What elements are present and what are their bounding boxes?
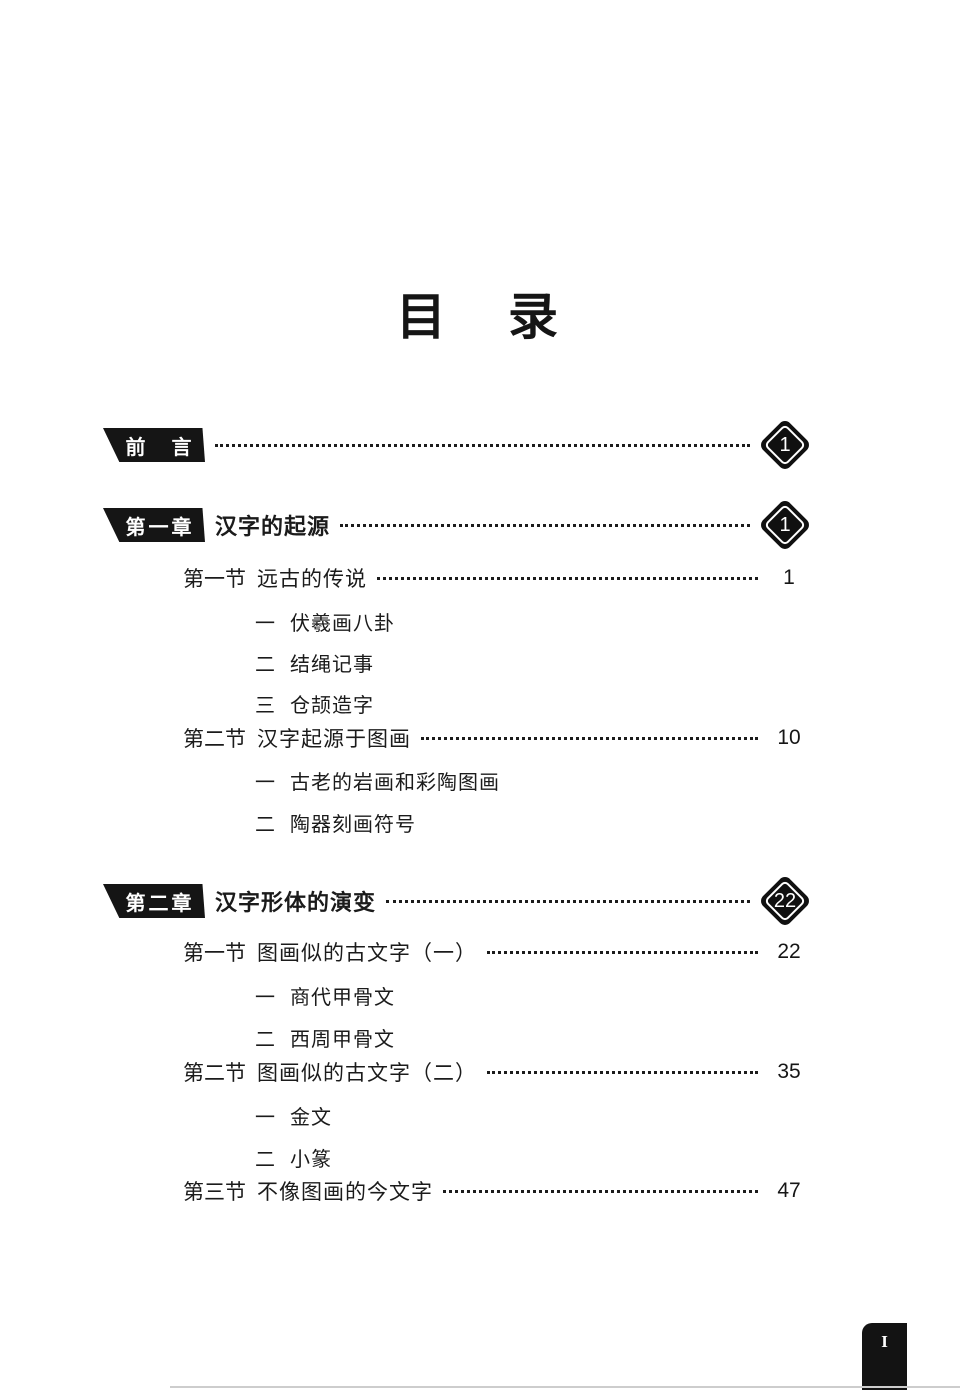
- toc-section-row: 第二节 汉字起源于图画 10: [103, 723, 812, 753]
- toc-section-row: 第二节 图画似的古文字（二） 35: [103, 1057, 812, 1087]
- subitem-title: 金文: [290, 1104, 332, 1129]
- section-title: 远古的传说: [257, 567, 367, 591]
- subitem-number: 二: [255, 651, 275, 676]
- chapter-label: 第二章: [125, 890, 195, 915]
- section-page-number: 22: [777, 940, 801, 963]
- footer-page-marker: I: [881, 1332, 888, 1351]
- subitem-number: 一: [255, 984, 275, 1009]
- subitem-number: 一: [255, 610, 275, 635]
- subitem-number: 二: [255, 1026, 275, 1051]
- section-number: 第二节: [183, 1061, 246, 1085]
- dotted-leader: [443, 1189, 758, 1193]
- subitem-title: 仓颉造字: [290, 692, 374, 717]
- chapter-page-number: 1: [779, 513, 791, 536]
- toc-subitem-row: 一 商代甲骨文: [103, 980, 812, 1010]
- toc-subitem-row: 二 陶器刻画符号: [103, 807, 812, 837]
- page-badge-diamond-icon: 1: [758, 498, 812, 552]
- chapter-page-number: 22: [773, 889, 797, 912]
- subitem-title: 西周甲骨文: [290, 1026, 395, 1051]
- toc-subitem-row: 二 西周甲骨文: [103, 1022, 812, 1052]
- toc-section-row: 第三节 不像图画的今文字 47: [103, 1176, 812, 1206]
- subitem-title: 商代甲骨文: [290, 984, 395, 1009]
- section-number: 第一节: [183, 941, 246, 965]
- section-title: 不像图画的今文字: [257, 1180, 433, 1204]
- toc-subitem-row: 一 金文: [103, 1100, 812, 1130]
- preface-label: 前 言: [125, 434, 195, 459]
- toc-preface-row: 前 言 1: [103, 428, 812, 462]
- chapter-banner: 第一章: [103, 508, 205, 542]
- toc-chapter-row: 第一章 汉字的起源 1: [103, 508, 812, 542]
- dotted-leader: [386, 899, 750, 903]
- section-page-number: 35: [777, 1060, 801, 1083]
- toc-section-row: 第一节 图画似的古文字（一） 22: [103, 937, 812, 967]
- toc-subitem-row: 三 仓颉造字: [103, 688, 812, 718]
- subitem-number: 一: [255, 1104, 275, 1129]
- page-badge-diamond-icon: 1: [758, 418, 812, 472]
- dotted-leader: [340, 523, 750, 527]
- page-title: 目 录: [396, 287, 564, 346]
- subitem-number: 二: [255, 811, 275, 836]
- dotted-leader: [487, 950, 758, 954]
- section-title: 图画似的古文字（一）: [257, 941, 477, 965]
- section-title: 图画似的古文字（二）: [257, 1061, 477, 1085]
- toc-chapter-row: 第二章 汉字形体的演变 22: [103, 884, 812, 918]
- preface-page-number: 1: [779, 433, 791, 456]
- subitem-number: 一: [255, 769, 275, 794]
- section-page-number: 47: [777, 1179, 801, 1202]
- subitem-title: 结绳记事: [290, 651, 374, 676]
- section-number: 第二节: [183, 727, 246, 751]
- section-number: 第三节: [183, 1180, 246, 1204]
- footer-page-tab: I: [862, 1323, 907, 1390]
- subitem-number: 三: [255, 692, 275, 717]
- chapter-label: 第一章: [125, 514, 195, 539]
- dotted-leader: [421, 736, 758, 740]
- subitem-title: 陶器刻画符号: [290, 811, 416, 836]
- section-page-number: 1: [783, 566, 795, 589]
- section-title: 汉字起源于图画: [257, 727, 411, 751]
- toc-subitem-row: 一 古老的岩画和彩陶图画: [103, 765, 812, 795]
- toc-subitem-row: 二 小篆: [103, 1142, 812, 1172]
- preface-banner: 前 言: [103, 428, 205, 462]
- subitem-number: 二: [255, 1146, 275, 1171]
- chapter-banner: 第二章: [103, 884, 205, 918]
- toc-subitem-row: 一 伏羲画八卦: [103, 606, 812, 636]
- section-page-number: 10: [777, 726, 801, 749]
- chapter-title: 汉字形体的演变: [215, 890, 377, 916]
- subitem-title: 古老的岩画和彩陶图画: [290, 769, 500, 794]
- toc-subitem-row: 二 结绳记事: [103, 647, 812, 677]
- chapter-title: 汉字的起源: [215, 514, 331, 540]
- section-number: 第一节: [183, 567, 246, 591]
- toc-section-row: 第一节 远古的传说 1: [103, 563, 812, 593]
- dotted-leader: [487, 1070, 758, 1074]
- page-badge-diamond-icon: 22: [758, 874, 812, 928]
- dotted-leader: [215, 443, 750, 447]
- subitem-title: 小篆: [290, 1146, 332, 1171]
- dotted-leader: [377, 576, 758, 580]
- scan-edge-line: [170, 1386, 960, 1388]
- toc-list: 前 言 1 第一章 汉字的起源 1 第一节 远古的传说 1 一: [103, 428, 812, 1206]
- subitem-title: 伏羲画八卦: [290, 610, 395, 635]
